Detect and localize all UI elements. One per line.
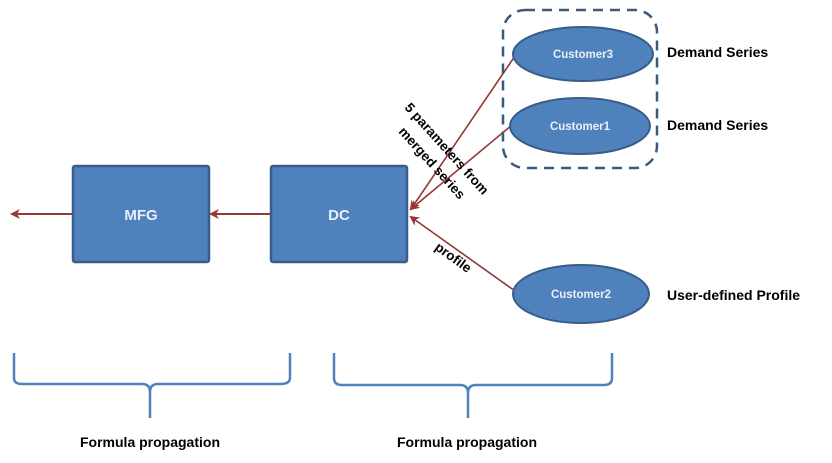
brace-left: [12, 353, 292, 418]
node-customer3[interactable]: Customer3: [512, 26, 654, 82]
brace-left-label: Formula propagation: [80, 434, 220, 450]
label-user-defined-profile: User-defined Profile: [667, 287, 800, 303]
node-customer2[interactable]: Customer2: [512, 264, 650, 324]
arrow-customer1-to-dc: [409, 124, 513, 211]
node-customer1-label: Customer1: [550, 121, 611, 133]
node-customer1[interactable]: Customer1: [509, 97, 651, 155]
node-dc-label: DC: [328, 207, 350, 224]
label-demand-series-customer3: Demand Series: [667, 44, 768, 60]
brace-right-label: Formula propagation: [397, 434, 537, 450]
node-customer3-label: Customer3: [553, 49, 613, 61]
label-demand-series-customer1: Demand Series: [667, 117, 768, 133]
node-customer2-label: Customer2: [551, 289, 611, 301]
demand-series-group: [501, 8, 659, 170]
node-mfg[interactable]: MFG: [71, 164, 211, 264]
arrow-customer2-to-dc: [409, 215, 516, 292]
node-dc[interactable]: DC: [269, 164, 409, 264]
node-mfg-label: MFG: [124, 207, 157, 224]
arrow-customer3-to-dc: [409, 55, 516, 211]
brace-right: [332, 353, 614, 418]
